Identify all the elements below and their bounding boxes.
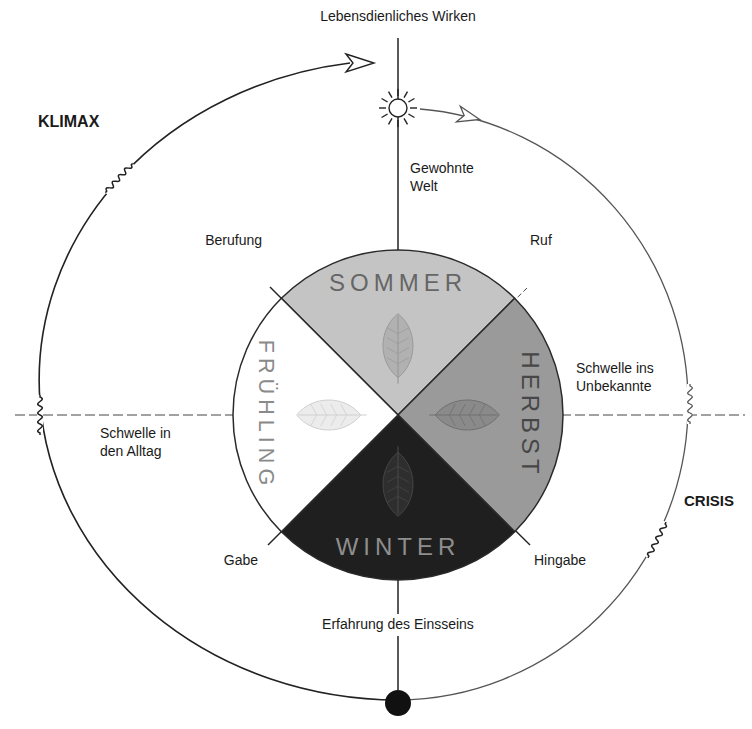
leaf-vein [387, 358, 409, 364]
sun-symbol [379, 89, 417, 127]
squiggle-gap [37, 395, 43, 435]
leaf-vein [479, 404, 485, 426]
squiggle [103, 161, 135, 194]
klimax-arc [39, 63, 398, 700]
leaf-vein [469, 404, 475, 426]
axis-label: Erfahrung des Einsseins [317, 614, 479, 636]
squiggle-gap [645, 521, 669, 559]
sun-ray [408, 99, 414, 103]
squiggle-gap [103, 161, 135, 194]
sun-ray [379, 107, 386, 108]
squiggle [37, 395, 43, 435]
arrowhead [346, 54, 374, 72]
sun-ray [389, 92, 393, 98]
leaf-drawing [429, 400, 499, 430]
sun-ray [397, 120, 398, 127]
leaf-vein [387, 348, 409, 354]
leaf-vein [341, 404, 347, 426]
leaf-vein [387, 496, 409, 502]
leaf-vein [311, 404, 317, 426]
vertical-axis [397, 38, 399, 690]
leaf-midrib [429, 414, 497, 415]
arc-title: CRISIS [684, 492, 734, 511]
leaf-vein [387, 328, 409, 334]
axis-label: Schwelle ins Unbekannte [576, 360, 676, 395]
leaf-vein [387, 486, 409, 492]
leaf-vein [387, 476, 409, 482]
axis-label: Berufung [205, 232, 262, 250]
season-quadrant: FRÜHLING [231, 296, 400, 534]
new-moon-dot [385, 690, 411, 716]
leaf-vein [387, 466, 409, 472]
leaf-vein [459, 404, 465, 426]
leaf-midrib [397, 446, 398, 514]
season-name: HERBST [518, 351, 542, 478]
squiggle-line [104, 162, 135, 194]
leaf-vein [331, 404, 337, 426]
squiggle [645, 521, 669, 559]
crisis-arc [398, 109, 688, 700]
axis-label: Gabe [224, 552, 258, 570]
axis-label: Schwelle in den Alltag [100, 425, 190, 460]
axis-label: Ruf [530, 232, 552, 250]
sun-ray [404, 92, 408, 98]
leaf-drawing [383, 446, 413, 516]
quadrant-wedge [233, 298, 398, 531]
axis-label: Hingabe [534, 552, 586, 570]
leaf-vein [321, 404, 327, 426]
sun-ray [408, 114, 414, 118]
squiggle-gap [687, 384, 693, 424]
sun-ray [382, 99, 388, 103]
sun-ray [389, 118, 393, 124]
leaf-drawing [297, 400, 367, 430]
leaf-vein [387, 338, 409, 344]
arrowhead [456, 106, 481, 127]
sun-disc [389, 99, 407, 117]
leaf-drawing [383, 314, 413, 384]
season-name: WINTER [336, 535, 461, 559]
axis-label: Gewohnte Welt [410, 160, 490, 195]
sun-ray [404, 118, 408, 124]
sun-ray [397, 89, 398, 96]
axis-label: Lebensdienliches Wirken [320, 8, 476, 26]
season-name: FRÜHLING [255, 340, 277, 490]
leaf-vein [449, 404, 455, 426]
sun-ray [410, 107, 417, 108]
squiggle-line [646, 521, 668, 559]
arc-title: KLIMAX [38, 112, 99, 132]
season-name: SOMMER [329, 271, 467, 295]
squiggle [687, 384, 693, 424]
sun-ray [382, 114, 388, 118]
squiggle-line [688, 384, 693, 424]
leaf-midrib [299, 414, 367, 415]
squiggle-line [38, 395, 43, 435]
leaf-midrib [397, 316, 398, 384]
